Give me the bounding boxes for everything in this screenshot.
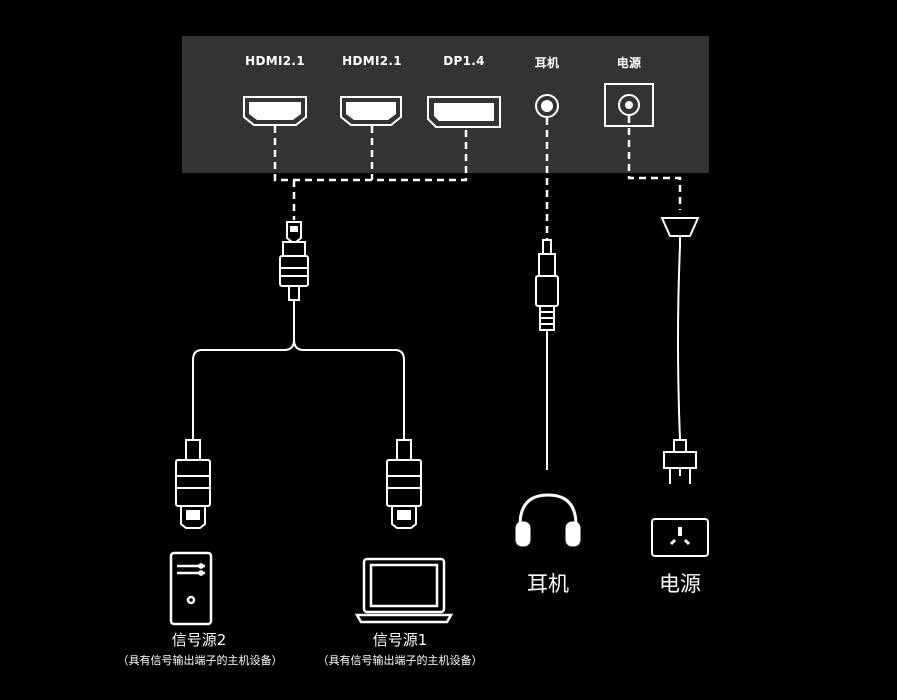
- laptop-icon: [354, 557, 454, 624]
- hdmi-port-1-icon: [243, 96, 307, 126]
- headphones-icon: [515, 493, 581, 547]
- power-cord-plug-icon: [660, 217, 700, 484]
- hdmi-port-2-icon: [340, 96, 402, 126]
- audio-cable-plug-icon: [535, 239, 559, 470]
- port-label-headphone: 耳机: [534, 56, 560, 70]
- power-jack-icon: [604, 83, 654, 127]
- port-label-hdmi-2: HDMI2.1: [342, 54, 402, 68]
- hdmi-cable-plug-right-icon: [386, 439, 422, 529]
- source-2-label: 信号源2: [171, 631, 227, 649]
- hdmi-cable-plug-top-icon: [279, 221, 309, 301]
- source-1-label: 信号源1: [372, 631, 428, 649]
- dashed-connection-lines: [273, 116, 682, 240]
- headphone-label: 耳机: [527, 572, 569, 596]
- power-outlet-icon: [651, 518, 709, 557]
- hdmi-cable-plug-left-icon: [175, 439, 211, 529]
- displayport-port-icon: [427, 96, 501, 128]
- port-label-hdmi-1: HDMI2.1: [245, 54, 305, 68]
- source-1-description: （具有信号输出端子的主机设备）: [317, 654, 483, 667]
- power-label: 电源: [659, 572, 701, 596]
- splitter-cable: [192, 300, 405, 440]
- source-2-description: （具有信号输出端子的主机设备）: [117, 654, 283, 667]
- port-label-dp: DP1.4: [443, 54, 485, 68]
- port-label-power: 电源: [616, 56, 642, 70]
- headphone-jack-icon: [535, 94, 559, 118]
- server-tower-icon: [169, 551, 213, 626]
